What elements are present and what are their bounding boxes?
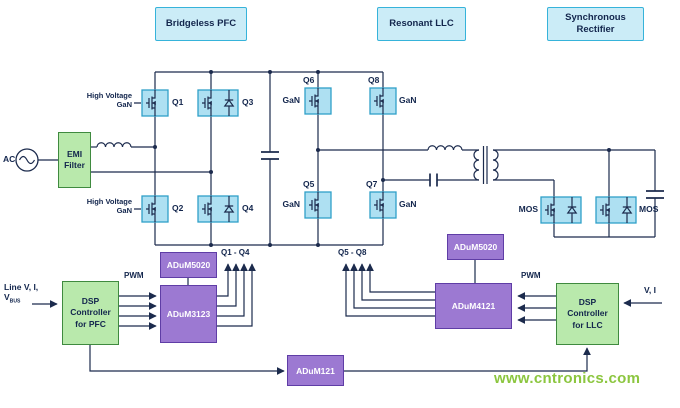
hv-gan-pointer-ticks <box>134 102 141 210</box>
transformer-secondary <box>492 149 499 181</box>
header-resonant-llc: Resonant LLC <box>377 7 466 41</box>
dsp-llc-label-2: Controller <box>567 308 608 319</box>
pwm-right-label: PWM <box>521 271 541 280</box>
dsp-pfc-label-3: for PFC <box>75 318 106 329</box>
q6-label: Q6 <box>303 75 315 85</box>
comm-link-left <box>89 345 285 375</box>
q8-label: Q8 <box>368 75 380 85</box>
pwm-left-label: PWM <box>124 271 144 280</box>
dsp-llc-label-1: DSP <box>578 297 597 308</box>
vi-label: V, I <box>644 285 656 295</box>
mos-right-label: MOS <box>639 204 659 214</box>
pfc-inductor <box>96 142 132 148</box>
transformer-core <box>482 146 488 184</box>
adum4121-block: ADuM4121 <box>435 283 512 329</box>
emi-filter-label-2: Filter <box>64 160 85 170</box>
hv-gan-top-line1: High Voltage <box>86 91 132 100</box>
ac-source <box>15 148 39 172</box>
adum4121-label: ADuM4121 <box>451 301 496 311</box>
ac-label: AC <box>3 154 16 164</box>
vbus-base: V <box>4 291 10 302</box>
header-sync-rectifier-label: Synchronous Rectifier <box>565 12 626 35</box>
resonant-capacitor <box>429 173 438 187</box>
output-capacitor <box>646 190 664 199</box>
comm-link-right <box>343 347 591 372</box>
hv-gan-label-top: High Voltage GaN <box>86 91 132 109</box>
transistor-q5-symbol <box>304 191 332 219</box>
sine-icon <box>18 155 36 165</box>
transformer-primary <box>473 149 480 181</box>
transistor-q3-symbol <box>197 89 239 117</box>
transistor-q7-symbol <box>369 191 397 219</box>
header-resonant-llc-label: Resonant LLC <box>389 18 454 30</box>
adum5020-right-block: ADuM5020 <box>447 234 504 260</box>
vbus-sub: BUS <box>9 298 21 305</box>
sync-mosfet-left-symbol <box>540 196 582 224</box>
gates-left-label: Q1 - Q4 <box>221 248 250 257</box>
mos-left-label: MOS <box>518 204 538 214</box>
emi-filter-label-1: EMI <box>66 148 83 159</box>
adum121-label: ADuM121 <box>296 365 335 376</box>
hv-gan-bottom-line1: High Voltage <box>86 197 132 206</box>
header-bridgeless-pfc-label: Bridgeless PFC <box>165 18 237 30</box>
q7-label: Q7 <box>366 179 378 189</box>
hv-gan-label-bottom: High Voltage GaN <box>86 197 132 215</box>
hv-gan-bottom-line2: GaN <box>116 205 132 215</box>
transistor-q2-symbol <box>141 195 169 223</box>
bus-capacitor <box>261 151 279 160</box>
dsp-llc-label-3: for LLC <box>572 319 603 330</box>
gate-drive-left <box>217 263 232 297</box>
gan-q7-label: GaN <box>399 199 417 209</box>
transistor-q4-symbol <box>197 195 239 223</box>
q4-label: Q4 <box>242 203 254 213</box>
adum3123-label: ADuM3123 <box>166 309 211 319</box>
adum5020-right-label: ADuM5020 <box>453 242 498 252</box>
transistor-q1-symbol <box>141 89 169 117</box>
q2-label: Q2 <box>172 203 184 213</box>
header-bridgeless-pfc: Bridgeless PFC <box>155 7 247 41</box>
sync-mosfet-right-symbol <box>595 196 637 224</box>
gates-right-label: Q5 - Q8 <box>338 248 367 257</box>
transistor-q8-symbol <box>369 87 397 115</box>
line-sense-line2: VBUS <box>4 291 38 306</box>
header-sync-rectifier: Synchronous Rectifier <box>547 7 644 41</box>
adum121-block: ADuM121 <box>287 355 344 386</box>
dsp-pfc-label-2: Controller <box>70 307 111 318</box>
dsp-pfc-label-1: DSP <box>81 296 100 307</box>
adum3123-block: ADuM3123 <box>160 285 217 343</box>
signal-arrows <box>32 260 662 375</box>
resonant-inductor <box>427 145 463 151</box>
capacitor-plates <box>261 151 664 199</box>
adum5020-left-label: ADuM5020 <box>166 260 211 270</box>
line-sense-line1: Line V, I, <box>4 282 39 292</box>
adum5020-left-block: ADuM5020 <box>160 252 217 278</box>
line-sense-label: Line V, I, VBUS <box>4 282 39 306</box>
gan-q6-label: GaN <box>282 95 300 105</box>
gan-q8-label: GaN <box>399 95 417 105</box>
q5-label: Q5 <box>303 179 315 189</box>
dsp-pfc-block: DSP Controller for PFC <box>62 281 119 345</box>
gan-q5-label: GaN <box>282 199 300 209</box>
q1-label: Q1 <box>172 97 184 107</box>
gate-drive-right <box>366 263 435 293</box>
emi-filter-block: EMI Filter <box>58 132 91 188</box>
junction-dots <box>153 70 611 247</box>
dsp-llc-block: DSP Controller for LLC <box>556 283 619 345</box>
transistor-q6-symbol <box>304 87 332 115</box>
watermark: www.cntronics.com <box>494 370 641 387</box>
hv-gan-top-line2: GaN <box>116 99 132 109</box>
q3-label: Q3 <box>242 97 254 107</box>
